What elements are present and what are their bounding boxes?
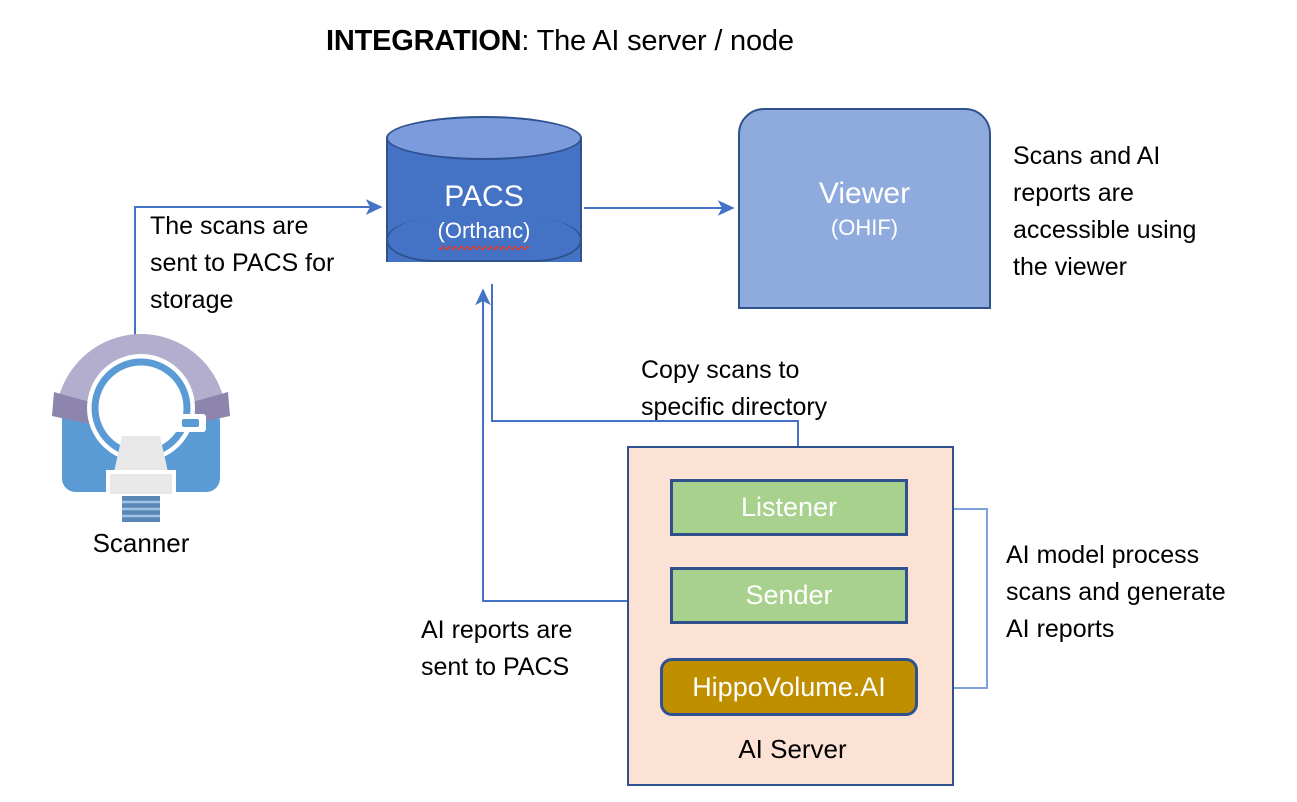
scanner-bore-inner — [108, 375, 174, 441]
ai-server-caption: AI Server — [738, 734, 847, 764]
node-pacs[interactable]: PACS (Orthanc) — [386, 116, 582, 284]
scanner-icon — [52, 334, 230, 522]
pacs-cylinder-bottom — [386, 218, 582, 262]
sender-label: Sender — [745, 580, 833, 610]
node-ai-server[interactable]: Listener Sender HippoVolume.AI AI Server — [627, 446, 954, 786]
scanner-pedestal-lines — [122, 500, 160, 518]
page-title: INTEGRATION: The AI server / node — [326, 22, 794, 60]
annotation-reports-to-pacs: AI reports are sent to PACS — [421, 616, 573, 681]
annotation-ai-model-process: AI model process scans and generate AI r… — [1006, 541, 1226, 643]
viewer-title: Viewer — [818, 176, 911, 210]
scanner-caption: Scanner — [92, 528, 190, 558]
hippovolume-label: HippoVolume.AI — [692, 671, 886, 702]
annotation-copy-scans: Copy scans to specific directory — [641, 356, 828, 421]
node-sender[interactable]: Sender — [670, 567, 908, 624]
pacs-label-group: PACS (Orthanc) — [386, 178, 582, 250]
pacs-subtitle: (Orthanc) — [438, 216, 530, 250]
page-title-strong: INTEGRATION — [326, 25, 522, 57]
node-scanner[interactable]: Scanner — [46, 330, 236, 570]
scanner-table — [106, 470, 176, 498]
node-hippovolume-ai[interactable]: HippoVolume.AI — [660, 658, 918, 716]
page-title-rest: : The AI server / node — [521, 25, 794, 57]
annotation-viewer-access: Scans and AI reports are accessible usin… — [1013, 142, 1197, 281]
node-viewer[interactable]: Viewer (OHIF) — [738, 108, 991, 309]
scanner-control-screen — [182, 419, 199, 427]
pacs-subtitle-line: (Orthanc) — [386, 216, 582, 250]
node-listener[interactable]: Listener — [670, 479, 908, 536]
viewer-subtitle: (OHIF) — [830, 214, 899, 240]
annotation-scans-to-pacs: The scans are sent to PACS for storage — [150, 212, 335, 314]
pacs-title: PACS — [444, 180, 524, 213]
scanner-table-top — [114, 436, 168, 472]
listener-label: Listener — [740, 492, 838, 522]
pacs-cylinder-top — [386, 116, 582, 160]
